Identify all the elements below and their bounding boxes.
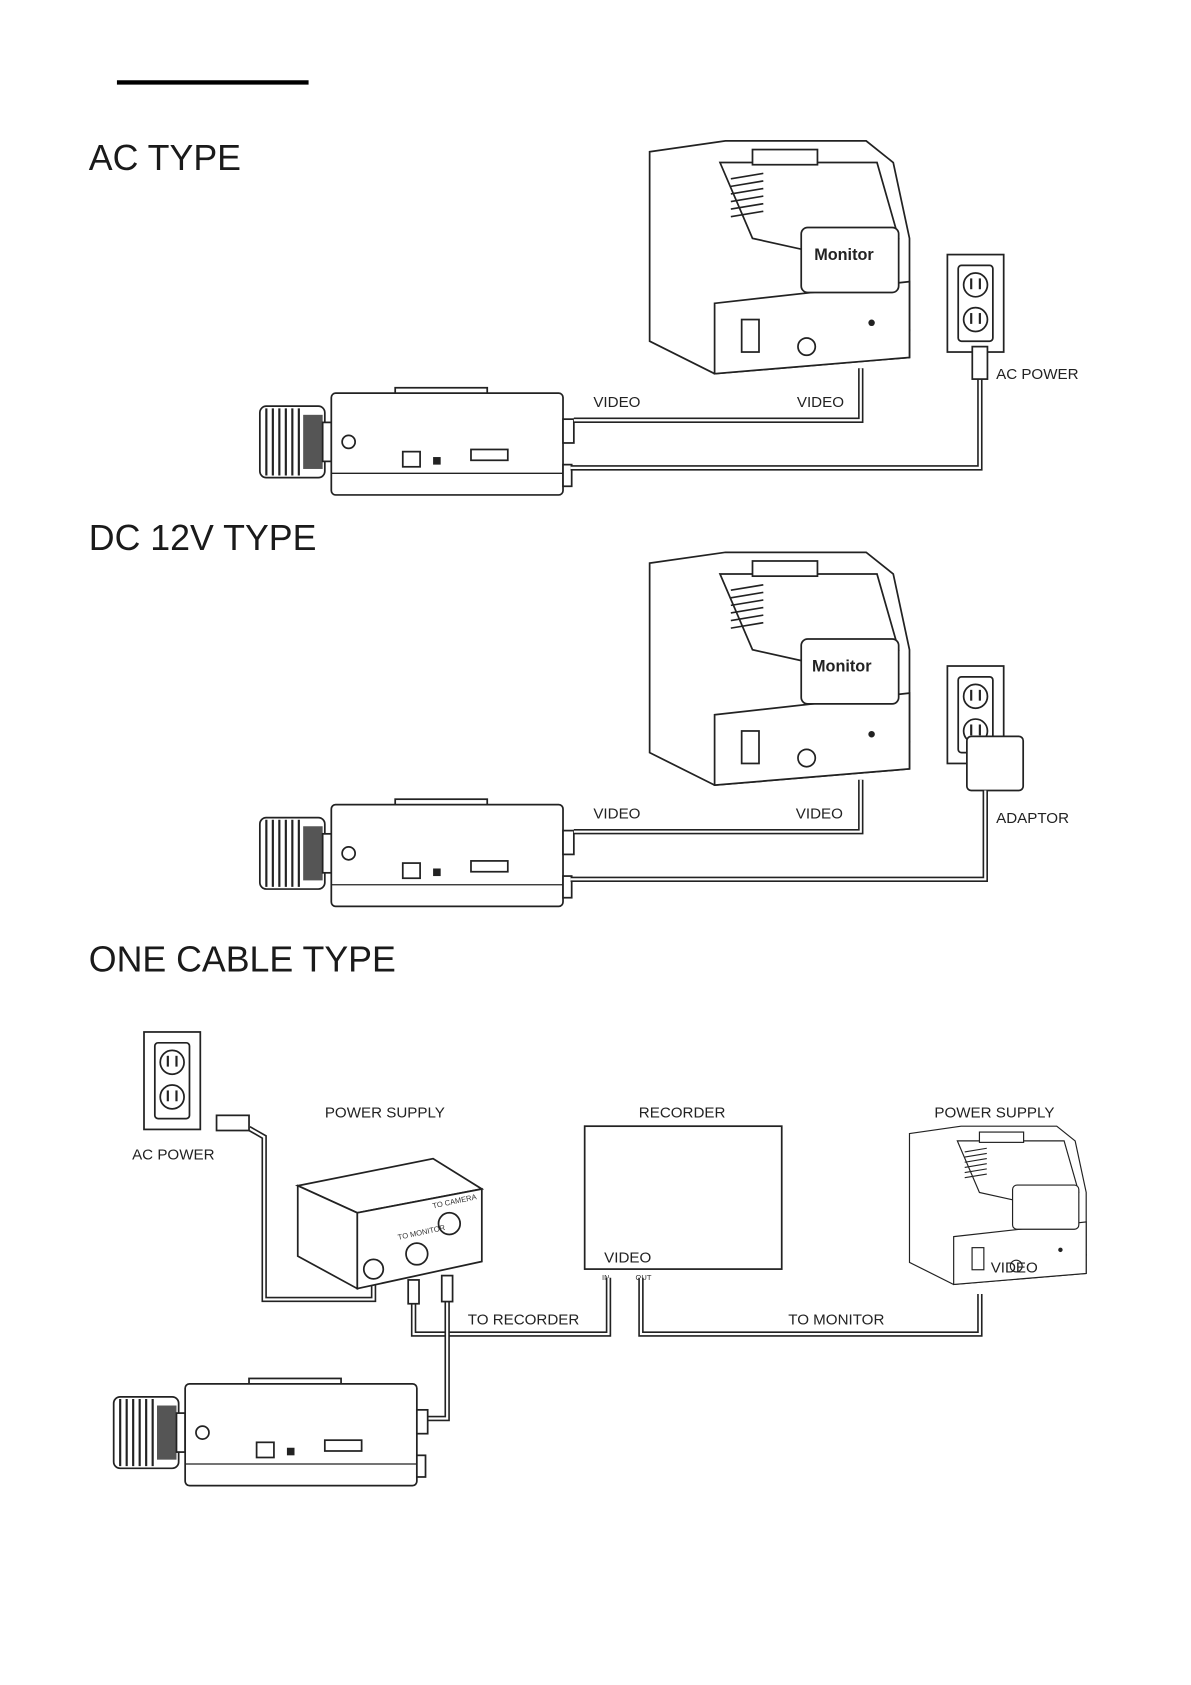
label-ac-power-1: AC POWER: [996, 366, 1079, 383]
label-video-monitor-1: VIDEO: [797, 394, 844, 411]
label-video-monitor-2: VIDEO: [796, 806, 843, 823]
label-video-camera-1: VIDEO: [593, 394, 640, 411]
label-ac-power-3: AC POWER: [132, 1147, 215, 1164]
label-monitor-power-supply: POWER SUPPLY: [934, 1105, 1054, 1122]
recorder-in-port: IN: [602, 1273, 610, 1282]
monitor-1-label: Monitor: [814, 246, 874, 264]
label-to-recorder: TO RECORDER: [468, 1311, 580, 1328]
label-power-supply: POWER SUPPLY: [325, 1105, 445, 1122]
camera-3: [112, 1377, 429, 1487]
recorder-box: [583, 1125, 783, 1270]
label-adaptor: ADAPTOR: [996, 810, 1069, 827]
section-title-dc: DC 12V TYPE: [89, 518, 317, 558]
wall-outlet-1: [946, 253, 1005, 354]
label-video-camera-2: VIDEO: [593, 806, 640, 823]
label-recorder: RECORDER: [639, 1105, 726, 1122]
section-title-ac: AC TYPE: [89, 138, 241, 178]
label-recorder-video: VIDEO: [604, 1250, 651, 1267]
label-to-monitor: TO MONITOR: [788, 1311, 884, 1328]
power-supply-box: TO MONITOR TO CAMERA: [294, 1157, 485, 1291]
camera-1: [258, 386, 575, 497]
monitor-2-label: Monitor: [812, 657, 872, 675]
wall-outlet-3: [142, 1030, 202, 1131]
power-adaptor: [966, 735, 1025, 792]
recorder-out-port: OUT: [636, 1273, 652, 1282]
section-title-one-cable: ONE CABLE TYPE: [89, 939, 396, 979]
label-monitor-video: VIDEO: [991, 1259, 1038, 1276]
camera-2: [258, 798, 575, 908]
